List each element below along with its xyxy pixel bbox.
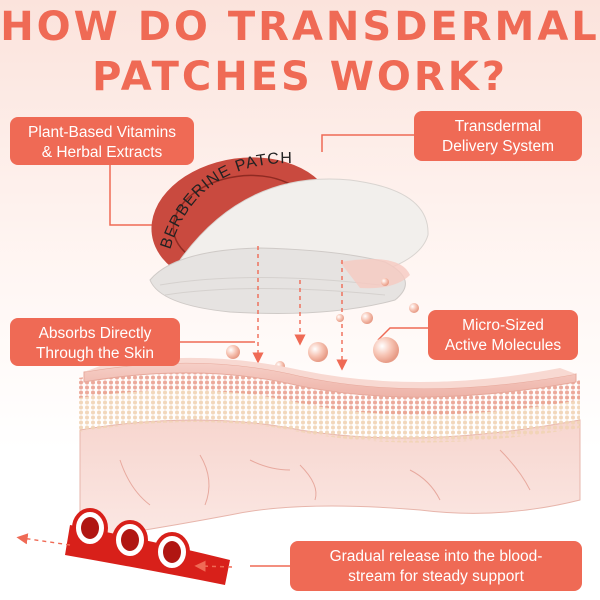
- dashed-arrow-down-icon: [252, 246, 348, 371]
- page-title-line1: HOW DO TRANSDERMAL: [0, 4, 600, 50]
- dashed-arrow-side-icon: [16, 533, 233, 572]
- label-transdermal-line1: Transdermal: [454, 118, 542, 135]
- label-plant-based-line2: & Herbal Extracts: [41, 144, 163, 161]
- label-transdermal-line2: Delivery System: [442, 138, 554, 155]
- label-plant-based: Plant-Based Vitamins & Herbal Extracts: [10, 117, 194, 165]
- label-transdermal: Transdermal Delivery System: [414, 111, 582, 161]
- label-plant-based-line1: Plant-Based Vitamins: [28, 124, 176, 141]
- label-absorbs: Absorbs Directly Through the Skin: [10, 318, 180, 366]
- label-micro-line2: Active Molecules: [444, 337, 562, 354]
- label-micro-line1: Micro-Sized: [462, 317, 544, 334]
- patch-graphic: [149, 157, 429, 314]
- blood-vessel-icon: [65, 508, 230, 585]
- label-gradual: Gradual release into the blood- stream f…: [290, 541, 582, 591]
- page-title-line2: PATCHES WORK?: [92, 54, 508, 100]
- label-gradual-line2: stream for steady support: [348, 568, 524, 585]
- skin-layers-icon: [78, 357, 581, 541]
- label-absorbs-line1: Absorbs Directly: [38, 325, 152, 342]
- label-gradual-line1: Gradual release into the blood-: [329, 548, 543, 565]
- label-micro: Micro-Sized Active Molecules: [428, 310, 578, 360]
- label-absorbs-line2: Through the Skin: [35, 345, 155, 362]
